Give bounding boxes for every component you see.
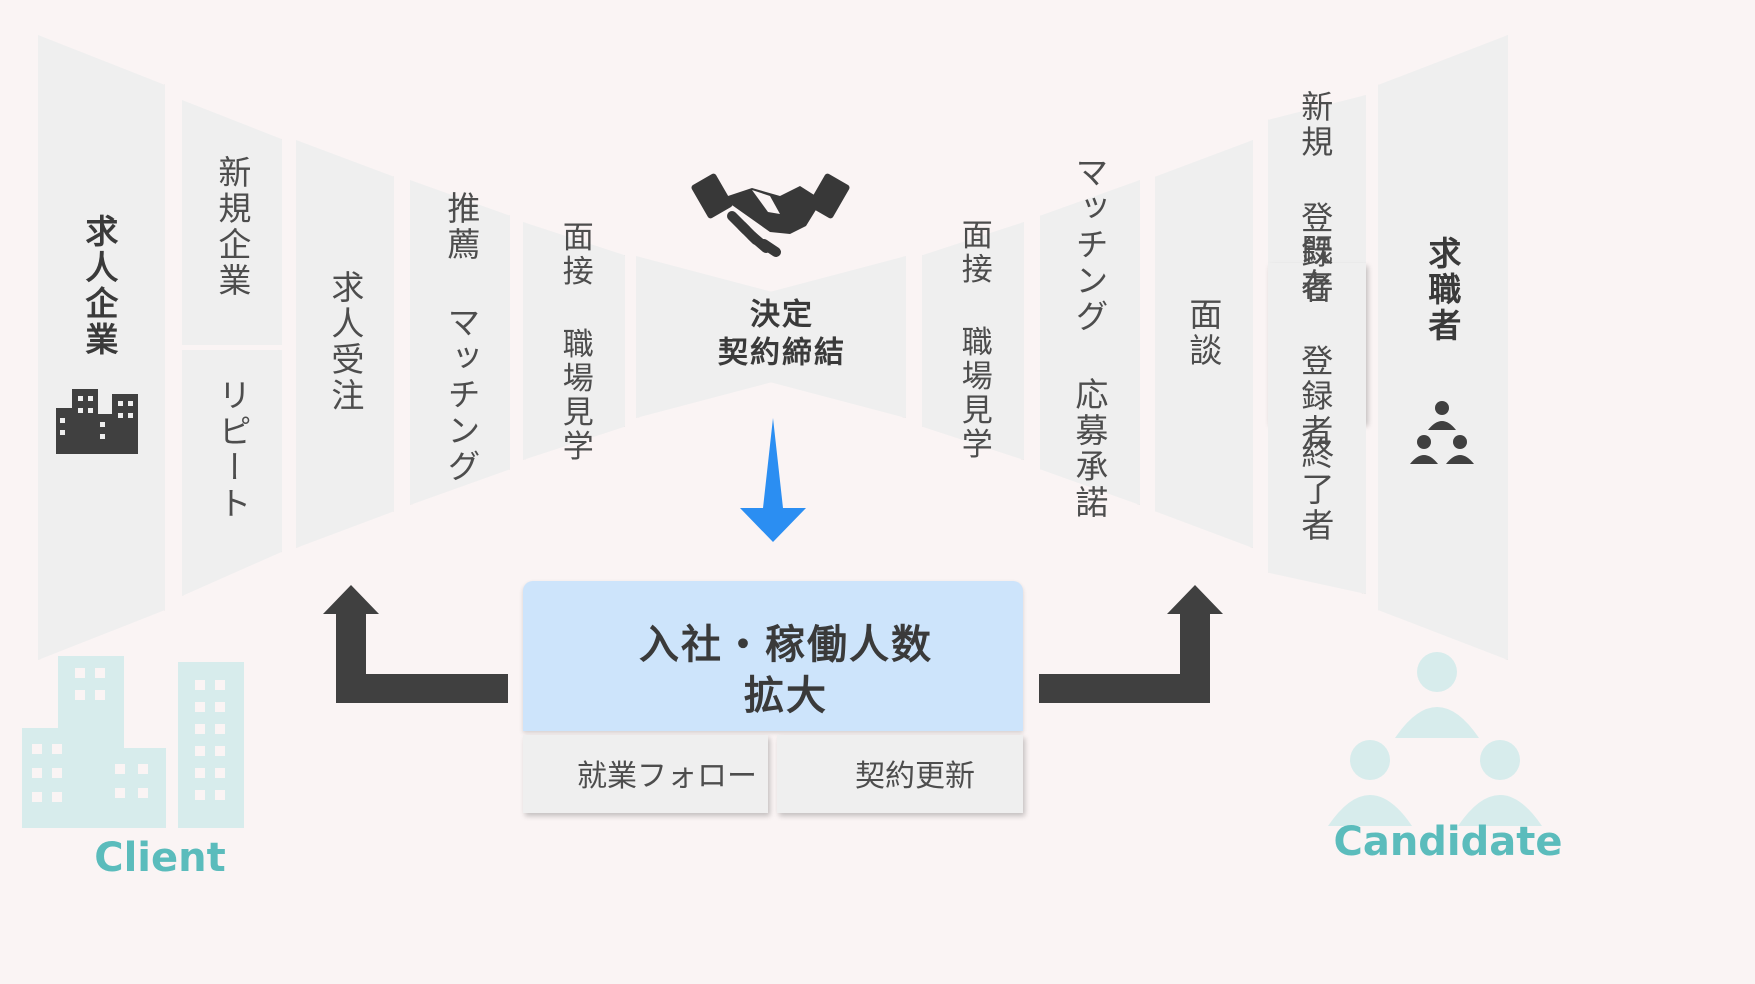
panel-company — [38, 35, 165, 660]
panel-matching-accept — [1040, 180, 1140, 505]
panel-interview-right — [922, 222, 1024, 460]
renewal-box — [777, 735, 1023, 813]
left-up-arrow-icon — [323, 585, 508, 703]
candidate-people-icon — [1328, 652, 1542, 826]
result-box — [523, 581, 1023, 731]
label-matching-accept: マッチング 応募承諾 — [1069, 155, 1109, 521]
panel-recommend — [410, 180, 510, 505]
label-recommend-matching: 推薦 マッチング — [441, 191, 481, 485]
right-up-arrow-icon — [1039, 585, 1223, 703]
label-order-intake: 求人受注 — [325, 270, 365, 414]
result-line1: 入社・稼働人数 — [639, 622, 933, 668]
label-finished: 終了者 — [1295, 436, 1335, 544]
label-decision: 決定 契約締結 — [718, 297, 846, 371]
panel-new-registrant — [1268, 95, 1366, 273]
down-arrow-icon — [740, 418, 806, 542]
label-existing-registrant: 既存 登録者 — [1296, 233, 1335, 449]
handshake-icon — [691, 173, 850, 257]
panel-job-seeker — [1378, 35, 1508, 660]
panel-finished — [1268, 416, 1366, 594]
client-buildings-icon — [22, 656, 244, 828]
label-interview-right: 面接 職場見学 — [955, 218, 992, 462]
candidate-label: Candidate — [1333, 819, 1563, 865]
panel-order-intake — [296, 140, 394, 548]
panel-new-company — [182, 100, 282, 345]
people-icon — [1410, 401, 1474, 464]
renewal-label: 契約更新 — [855, 759, 975, 794]
client-label: Client — [94, 835, 226, 881]
label-repeat: リピート — [212, 378, 252, 522]
label-company: 求人企業 — [79, 214, 119, 358]
panel-consultation — [1155, 140, 1253, 548]
follow-up-label: 就業フォロー — [577, 759, 757, 794]
label-new-company: 新規企業 — [212, 155, 252, 299]
building-icon — [56, 389, 138, 454]
panel-interview-left — [523, 222, 625, 460]
result-line2: 拡大 — [744, 673, 828, 719]
label-new-registrant: 新規 登録者 — [1296, 90, 1335, 306]
label-job-seeker: 求職者 — [1422, 236, 1462, 344]
follow-up-box — [523, 735, 768, 813]
panel-existing-registrant — [1268, 263, 1366, 423]
label-interview-left: 面接 職場見学 — [556, 220, 593, 464]
label-consultation: 面談 — [1183, 297, 1223, 369]
panel-repeat — [182, 350, 282, 596]
